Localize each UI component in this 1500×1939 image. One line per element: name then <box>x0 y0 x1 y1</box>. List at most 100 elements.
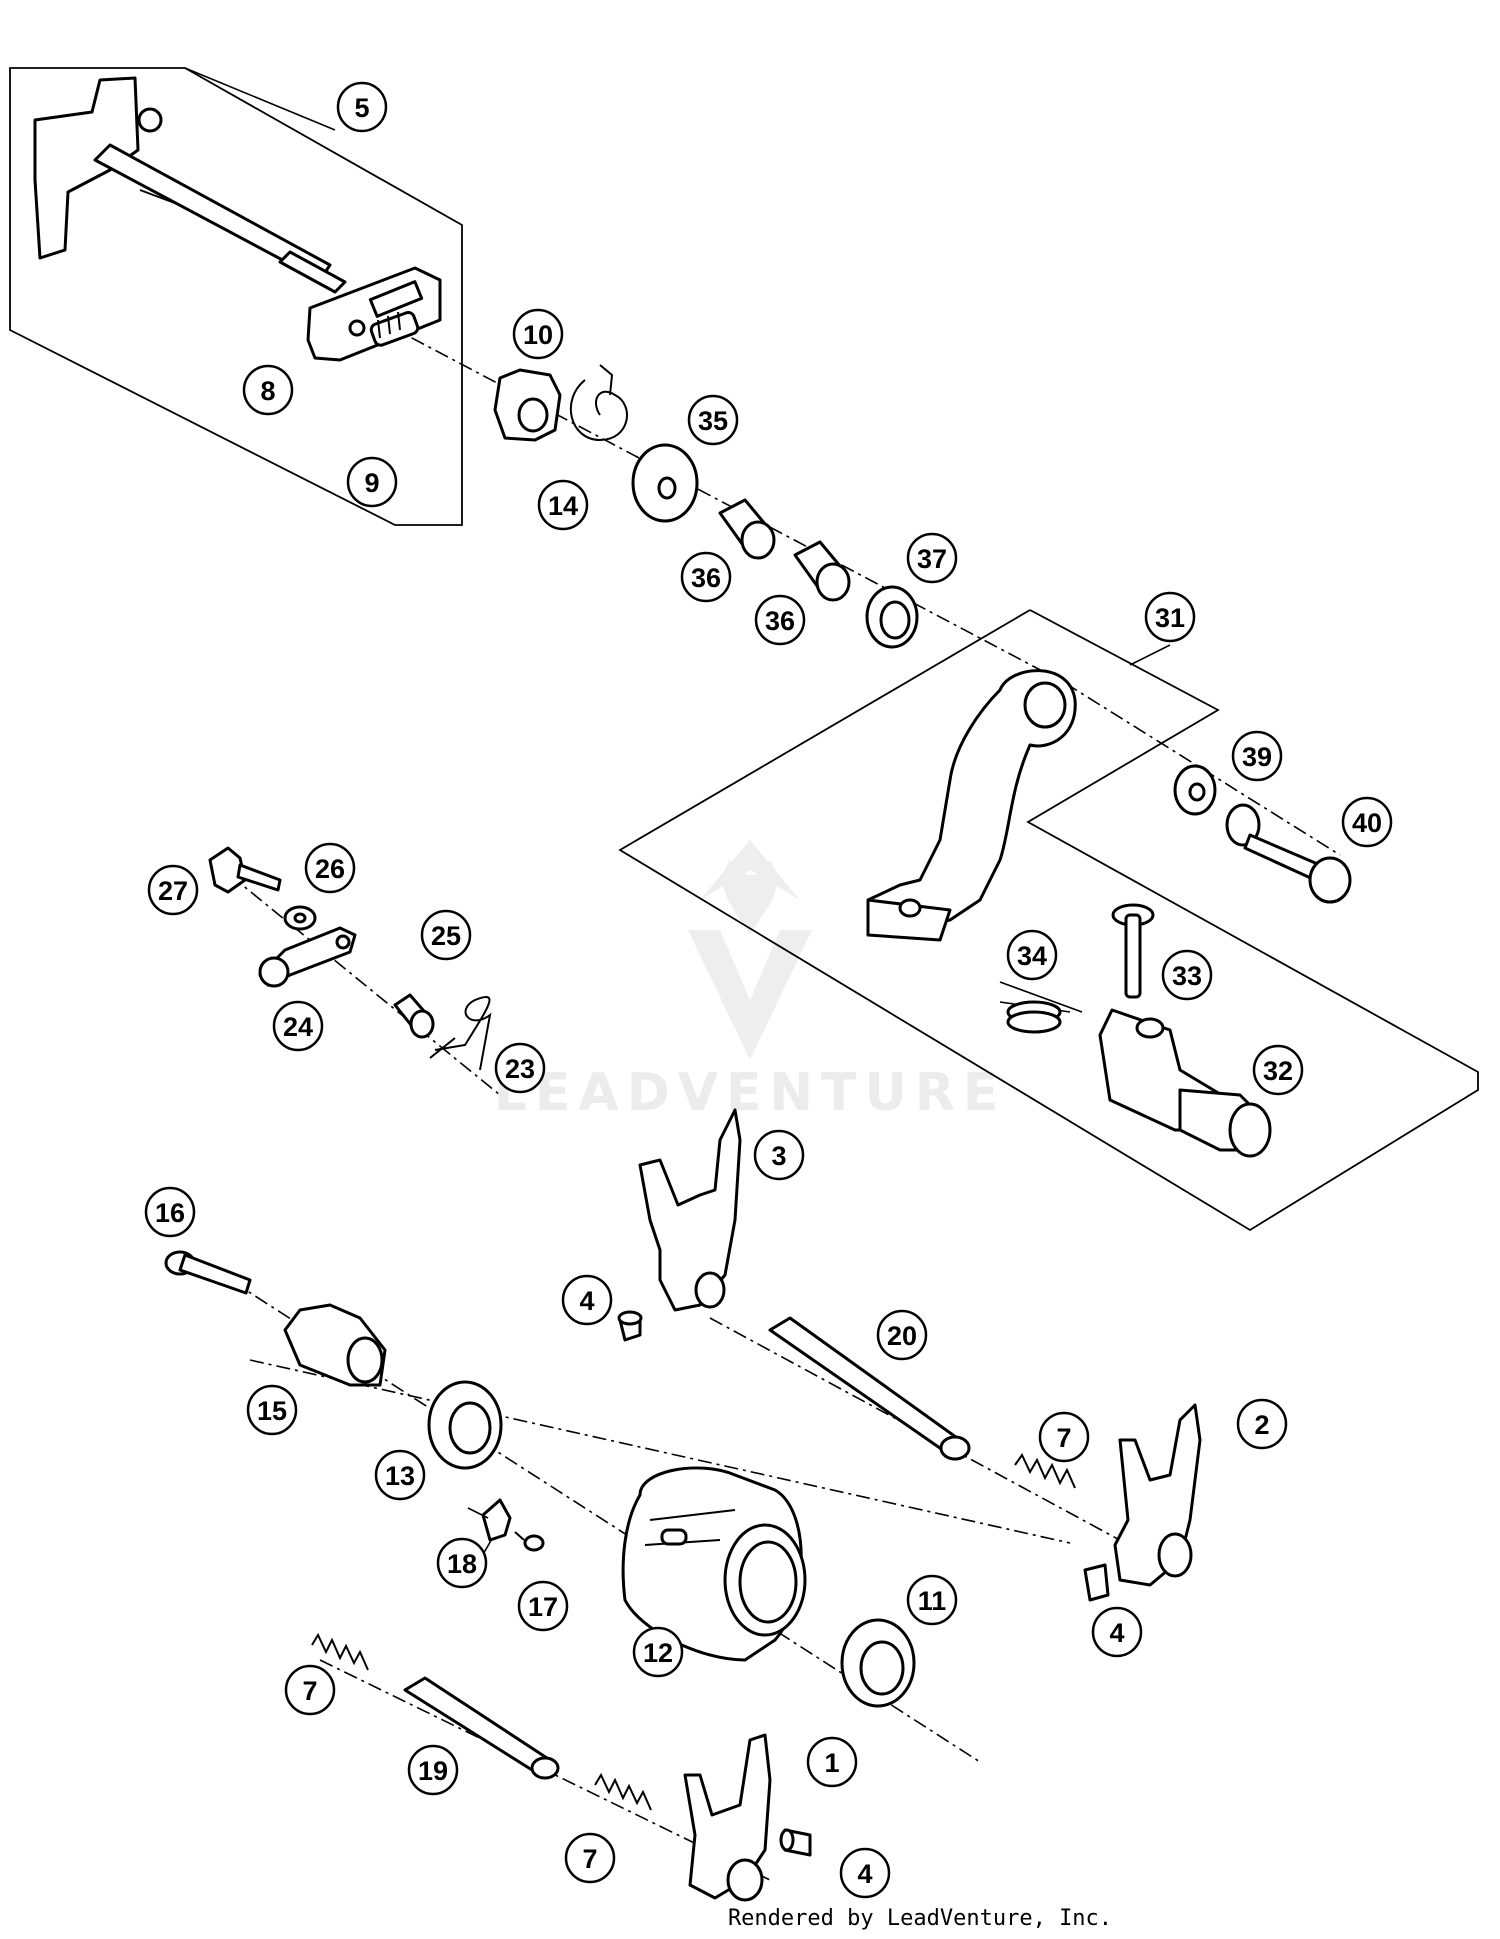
callout-15: 15 <box>246 1384 298 1436</box>
svg-text:4: 4 <box>857 1859 872 1889</box>
svg-text:37: 37 <box>917 544 947 574</box>
callout-11: 11 <box>906 1574 958 1626</box>
watermark-text: LEADVENTURE <box>494 1063 1007 1123</box>
svg-text:17: 17 <box>528 1592 558 1622</box>
shift-cam <box>283 1303 387 1387</box>
shift-lever <box>866 669 1077 942</box>
svg-text:18: 18 <box>447 1549 477 1579</box>
callout-14: 14 <box>537 479 589 531</box>
svg-text:40: 40 <box>1352 808 1382 838</box>
locking-plate <box>467 1498 512 1542</box>
callout-17: 17 <box>517 1580 569 1632</box>
svg-text:31: 31 <box>1155 603 1185 633</box>
detent-spring <box>429 996 492 1071</box>
callout-26: 26 <box>304 842 356 894</box>
render-credit: Rendered by LeadVenture, Inc. <box>728 1906 1112 1931</box>
callout-37: 37 <box>906 532 958 584</box>
bushing-1 <box>718 498 776 560</box>
svg-text:4: 4 <box>579 1286 594 1316</box>
callout-23: 23 <box>494 1042 546 1094</box>
lever-washer <box>1173 764 1217 816</box>
ratchet-part <box>493 368 562 442</box>
svg-text:14: 14 <box>548 491 578 521</box>
lever-bolt <box>1225 803 1352 904</box>
svg-text:7: 7 <box>582 1844 597 1874</box>
detent-lever <box>258 926 357 988</box>
callout-25: 25 <box>420 909 472 961</box>
callout-31: 31 <box>1144 591 1196 643</box>
svg-text:39: 39 <box>1242 742 1272 772</box>
shift-shaft <box>33 76 347 294</box>
drum-bearing-2 <box>840 1618 916 1708</box>
callout-20: 20 <box>876 1309 928 1361</box>
callout-4-b: 4 <box>1091 1606 1143 1658</box>
bushing-2 <box>793 540 851 602</box>
svg-text:35: 35 <box>698 406 728 436</box>
shift-fork-1 <box>683 1733 772 1902</box>
callout-7-b: 7 <box>284 1664 336 1716</box>
callout-34: 34 <box>1006 929 1058 981</box>
callout-4-c: 4 <box>839 1847 891 1899</box>
pedal-pin <box>1111 903 1155 999</box>
fork-shaft-20 <box>768 1316 971 1461</box>
svg-text:36: 36 <box>691 563 721 593</box>
svg-text:10: 10 <box>523 320 553 350</box>
callout-7-c: 7 <box>564 1832 616 1884</box>
fork-spring-7c <box>594 1772 652 1811</box>
svg-text:23: 23 <box>505 1054 535 1084</box>
callout-13: 13 <box>374 1449 426 1501</box>
callout-32: 32 <box>1252 1044 1304 1096</box>
guide-pin-4c <box>779 1828 812 1857</box>
plate-spring <box>369 310 420 347</box>
callout-7-a: 7 <box>1038 1411 1090 1463</box>
svg-text:5: 5 <box>354 93 369 123</box>
svg-text:4: 4 <box>1109 1618 1124 1648</box>
svg-text:12: 12 <box>643 1638 673 1668</box>
svg-text:9: 9 <box>364 468 379 498</box>
svg-text:11: 11 <box>918 1586 947 1616</box>
svg-text:2: 2 <box>1254 1410 1269 1440</box>
callout-36-b: 36 <box>754 594 806 646</box>
callout-2: 2 <box>1236 1398 1288 1450</box>
svg-text:20: 20 <box>887 1321 917 1351</box>
fork-shaft-19 <box>403 1676 560 1780</box>
callout-24: 24 <box>272 1000 324 1052</box>
guide-pin-4b <box>1083 1563 1110 1602</box>
svg-text:32: 32 <box>1263 1056 1293 1086</box>
svg-text:34: 34 <box>1017 941 1047 971</box>
pedal-spring <box>1006 1000 1062 1034</box>
callout-27: 27 <box>147 864 199 916</box>
callout-8: 8 <box>242 364 294 416</box>
pedal-tip <box>1098 1008 1272 1158</box>
svg-text:27: 27 <box>158 876 188 906</box>
callout-39: 39 <box>1231 730 1283 782</box>
shift-fork-3 <box>638 1108 742 1312</box>
svg-text:15: 15 <box>257 1396 287 1426</box>
svg-text:36: 36 <box>765 606 795 636</box>
callout-10: 10 <box>512 308 564 360</box>
svg-text:3: 3 <box>771 1141 786 1171</box>
return-spring <box>569 364 628 442</box>
svg-text:13: 13 <box>385 1461 415 1491</box>
oil-seal <box>865 585 919 649</box>
shift-drum <box>621 1466 807 1662</box>
callout-9: 9 <box>346 456 398 508</box>
callout-19: 19 <box>407 1744 459 1796</box>
detent-bolt <box>208 846 282 894</box>
svg-text:1: 1 <box>824 1748 839 1778</box>
callout-35: 35 <box>687 394 739 446</box>
locking-screw <box>514 1531 545 1552</box>
shift-lever-assembly-frame <box>618 609 1479 1232</box>
drum-bearing <box>427 1380 503 1470</box>
svg-text:19: 19 <box>418 1756 448 1786</box>
fork-spring-7a <box>1014 1453 1076 1489</box>
shift-plate <box>306 266 442 362</box>
svg-text:33: 33 <box>1172 961 1202 991</box>
drum-bolt <box>164 1250 252 1295</box>
svg-text:24: 24 <box>283 1012 313 1042</box>
svg-text:8: 8 <box>260 376 275 406</box>
callout-16: 16 <box>144 1186 196 1238</box>
detent-washer <box>283 905 317 931</box>
svg-text:7: 7 <box>1056 1423 1071 1453</box>
